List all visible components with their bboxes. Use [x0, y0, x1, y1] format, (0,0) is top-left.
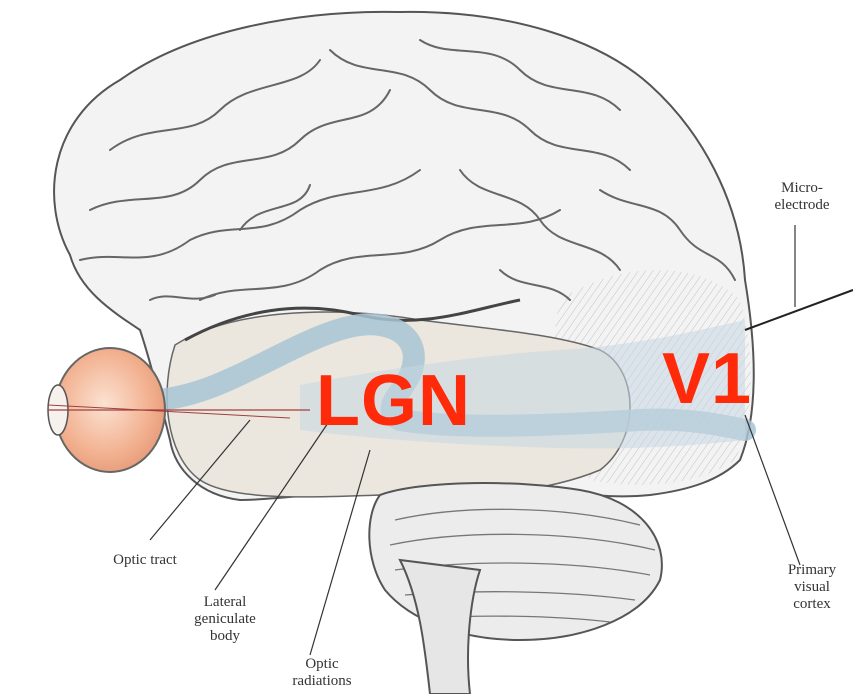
- v1-label: V1: [662, 338, 752, 420]
- optic-radiations-label-line1: Optic: [272, 656, 372, 673]
- microelectrode-label: Micro- electrode: [762, 180, 842, 214]
- lgn-label: LGN: [316, 360, 471, 442]
- microelectrode: [745, 290, 853, 330]
- microelectrode-label-line1: Micro-: [762, 180, 842, 197]
- optic-tract-label: Optic tract: [90, 552, 200, 569]
- lgn-label-line3: body: [170, 628, 280, 645]
- optic-radiations-label: Optic radiations: [272, 656, 372, 690]
- microelectrode-label-line2: electrode: [762, 197, 842, 214]
- v1-label-line1: Primary: [772, 562, 852, 579]
- lateral-geniculate-body-label: Lateral geniculate body: [170, 594, 280, 645]
- brainstem: [400, 560, 480, 694]
- lgn-label-line1: Lateral: [170, 594, 280, 611]
- primary-visual-cortex-label: Primary visual cortex: [772, 562, 852, 613]
- v1-label-line2: visual: [772, 579, 852, 596]
- v1-label-line3: cortex: [772, 596, 852, 613]
- optic-radiations-label-line2: radiations: [272, 673, 372, 690]
- lgn-label-line2: geniculate: [170, 611, 280, 628]
